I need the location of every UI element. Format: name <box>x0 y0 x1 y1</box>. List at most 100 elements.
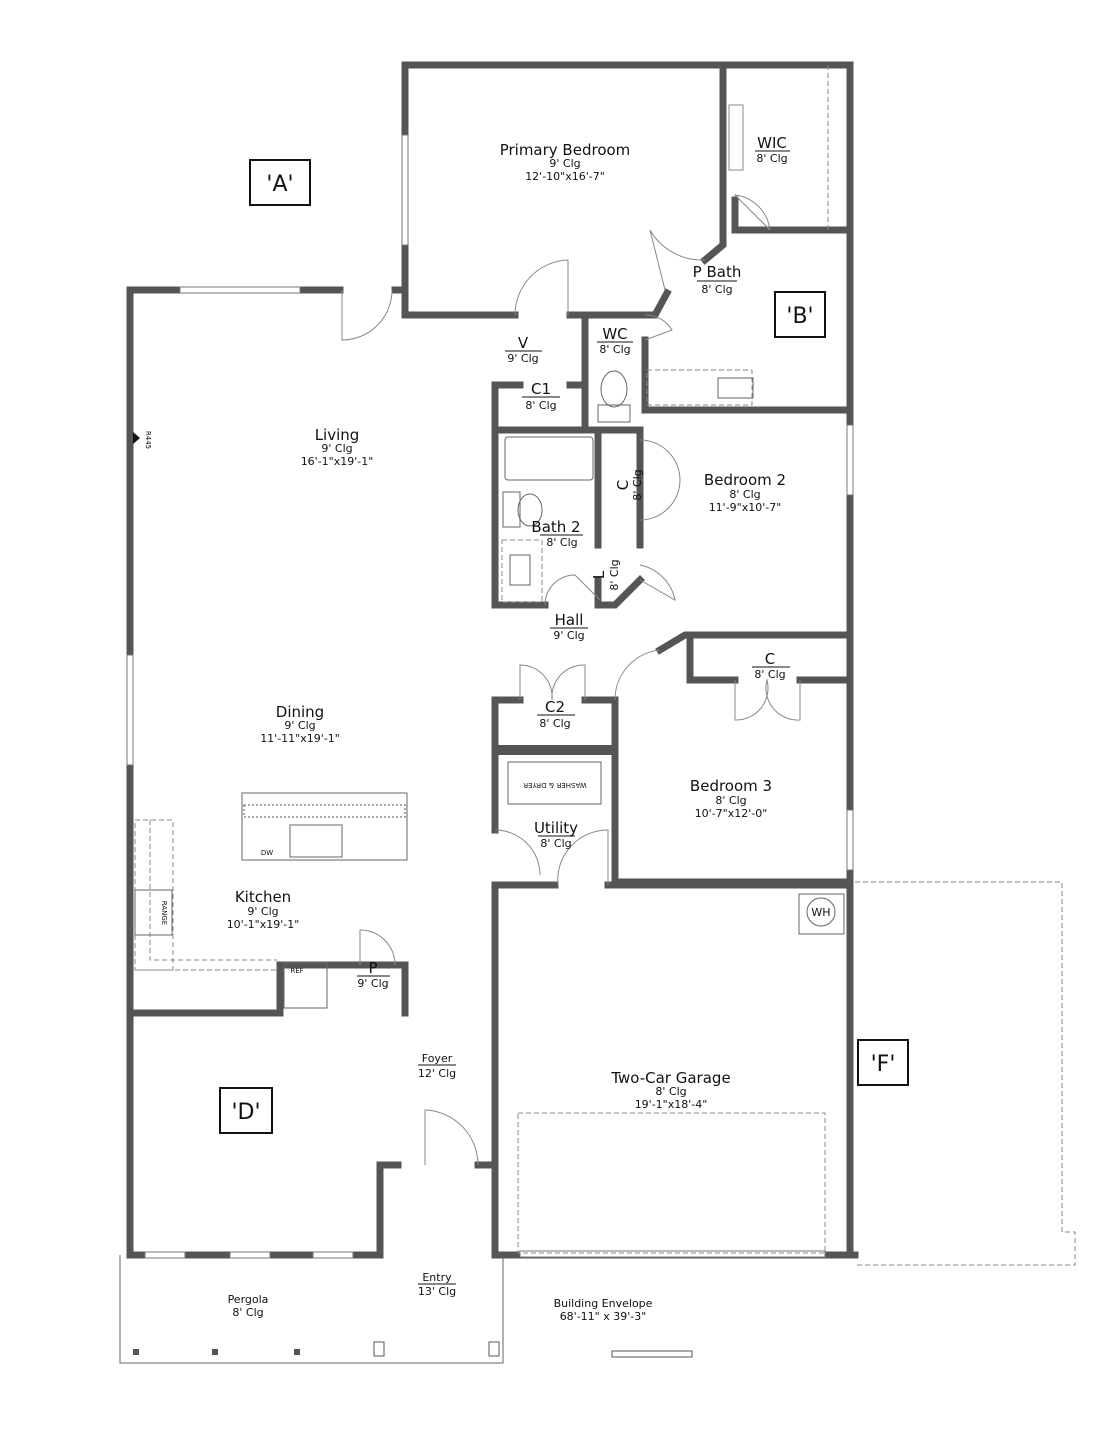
room-name: Living <box>315 426 360 444</box>
room-size: 10'-7"x12'-0" <box>695 807 768 820</box>
room-closet-bed3: C8' Clg <box>752 650 790 681</box>
panel-label: R445 <box>144 431 152 449</box>
kitchen-counter <box>134 819 174 971</box>
room-v: V9' Clg <box>505 334 542 365</box>
room-name: Bedroom 3 <box>690 777 772 795</box>
toilet-tank <box>502 491 521 528</box>
washer-dryer <box>507 761 602 805</box>
fixture-labels: DW REF RANGE WASHER & DRYER WH R445 <box>144 431 831 975</box>
room-name: C2 <box>545 698 565 716</box>
room-size: 12'-10"x16'-7" <box>525 170 605 183</box>
zone-d: 'D' <box>231 1100 260 1125</box>
washer-dryer-label: WASHER & DRYER <box>523 781 587 789</box>
zone-a: 'A' <box>266 172 293 197</box>
room-size: 16'-1"x19'-1" <box>301 455 374 468</box>
room-ceiling: 9' Clg <box>553 629 584 642</box>
bath2-vanity <box>501 539 543 603</box>
room-size: 11'-11"x19'-1" <box>260 732 340 745</box>
room-ceiling: 9' Clg <box>284 719 315 732</box>
room-ceiling: 9' Clg <box>247 905 278 918</box>
room-name: P <box>368 959 377 977</box>
room-name: Utility <box>534 819 578 837</box>
room-ceiling: 8' Clg <box>539 717 570 730</box>
garage-door-outline <box>517 1112 826 1254</box>
room-name: Bedroom 2 <box>704 471 786 489</box>
fixtures <box>133 369 845 1254</box>
room-name: WIC <box>757 134 787 152</box>
toilet <box>517 493 543 527</box>
room-ceiling: 8' Clg <box>540 837 571 850</box>
room-name: Primary Bedroom <box>500 141 631 159</box>
room-ceiling: 9' Clg <box>549 157 580 170</box>
bathtub <box>504 436 594 481</box>
room-name: Dining <box>276 703 324 721</box>
room-bath-2: Bath 28' Clg <box>531 518 583 549</box>
zone-b: 'B' <box>786 304 813 329</box>
room-c2: C28' Clg <box>537 698 575 730</box>
room-ceiling: 8' Clg <box>715 794 746 807</box>
door-swings <box>341 65 829 1166</box>
room-ceiling: 8' Clg <box>729 488 760 501</box>
kitchen-sink <box>289 824 343 858</box>
room-name: V <box>518 334 529 352</box>
building-envelope: Building Envelope 68'-11" x 39'-3" <box>554 1297 653 1323</box>
wc-tank <box>597 404 631 423</box>
room-ceiling: 9' Clg <box>357 977 388 990</box>
room-name: Foyer <box>422 1052 453 1065</box>
room-ceiling: 13' Clg <box>418 1285 456 1298</box>
range-label: RANGE <box>160 901 168 925</box>
room-size: 10'-1"x19'-1" <box>227 918 300 931</box>
water-heater <box>806 897 836 927</box>
room-ceiling: 8' Clg <box>608 559 621 590</box>
wc-toilet <box>600 370 628 408</box>
room-ceiling: 8' Clg <box>754 668 785 681</box>
water-heater-box <box>798 893 845 935</box>
envelope-size: 68'-11" x 39'-3" <box>560 1310 647 1323</box>
room-name: L <box>590 570 608 579</box>
patio-outline <box>855 881 1076 1266</box>
room-name: C <box>614 480 632 490</box>
room-name: Hall <box>555 611 584 629</box>
walls <box>126 61 859 1259</box>
room-ceiling: 8' Clg <box>631 469 644 500</box>
room-ceiling: 8' Clg <box>701 283 732 296</box>
refrigerator <box>283 962 328 1009</box>
room-name: C1 <box>531 380 551 398</box>
water-heater-label: WH <box>811 906 830 919</box>
pergola-outline <box>119 1255 504 1364</box>
zone-labels: 'A' 'B' 'D' 'F' <box>219 159 909 1134</box>
pbath-sink <box>717 377 754 399</box>
room-name: Bath 2 <box>531 518 580 536</box>
room-ceiling: 8' Clg <box>655 1085 686 1098</box>
refrigerator-label: REF <box>290 967 303 975</box>
room-name: Kitchen <box>235 888 291 906</box>
room-name: WC <box>602 325 627 343</box>
room-c1: C18' Clg <box>522 380 560 412</box>
room-name: Pergola <box>228 1293 269 1306</box>
room-wc: WC8' Clg <box>597 325 633 356</box>
zone-f: 'F' <box>871 1052 896 1077</box>
room-ceiling: 9' Clg <box>507 352 538 365</box>
room-ceiling: 8' Clg <box>232 1306 263 1319</box>
room-ceiling: 8' Clg <box>546 536 577 549</box>
room-ceiling: 8' Clg <box>525 399 556 412</box>
range <box>134 889 173 936</box>
room-name: Two-Car Garage <box>610 1069 730 1087</box>
pergola-posts <box>133 1341 500 1357</box>
bath2-sink <box>509 554 531 586</box>
